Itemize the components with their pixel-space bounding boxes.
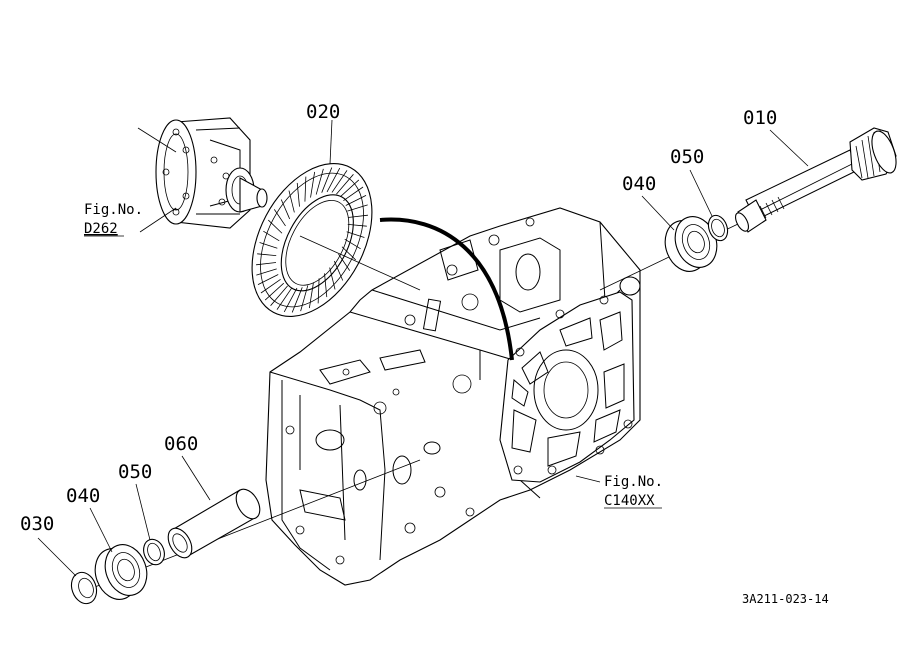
gear-tooth	[326, 167, 341, 193]
leader-040-left	[89, 507, 113, 553]
gear-tooth	[296, 182, 300, 207]
fig-ref-d262-link[interactable]: D262	[84, 221, 118, 237]
collar-060	[167, 488, 261, 559]
gear-tooth	[259, 242, 278, 249]
gear-tooth	[310, 171, 316, 198]
gear-tooth	[315, 168, 324, 195]
shim-050-right	[707, 214, 729, 242]
gear-tooth	[291, 287, 303, 313]
leader-060	[181, 455, 211, 501]
gear-tooth	[257, 274, 279, 285]
pinion-shaft-010	[735, 127, 897, 233]
label-part-050-left: 050	[118, 461, 152, 483]
gear-tooth	[331, 170, 348, 193]
leader-020	[329, 119, 333, 165]
drawing-code: 3A211-023-14	[742, 592, 829, 606]
gear-tooth	[347, 204, 368, 212]
differential-leader-line	[137, 127, 177, 153]
differential-assembly	[155, 117, 268, 229]
gear-tooth	[256, 262, 277, 266]
gear-tooth	[260, 278, 281, 294]
label-part-050-right: 050	[670, 146, 704, 168]
gear-tooth	[324, 273, 328, 298]
gear-tooth	[268, 219, 283, 234]
assembly-path-curve	[379, 217, 514, 361]
label-part-040-left: 040	[66, 485, 100, 507]
gear-tooth	[339, 179, 360, 198]
label-part-040-right: 040	[622, 173, 656, 195]
fig-ref-c140xx-link[interactable]: C140XX	[604, 493, 655, 509]
gear-tooth	[263, 230, 280, 242]
leader-040-right	[641, 195, 675, 231]
leader-030	[37, 537, 77, 577]
gear-tooth	[264, 282, 285, 301]
leader-050-right	[689, 169, 713, 217]
oil-seal-030	[70, 571, 98, 605]
leader-010	[769, 129, 809, 167]
leader-050-left	[135, 483, 151, 541]
label-part-020: 020	[306, 101, 340, 123]
gear-tooth	[347, 224, 367, 227]
gear-tooth	[283, 287, 298, 313]
fig-d262-leader-line	[139, 207, 177, 233]
bearing-040-right	[664, 216, 718, 272]
gear-tooth	[329, 267, 336, 290]
ring-gear-axis-line	[299, 235, 421, 291]
gear-tooth	[304, 176, 307, 202]
gear-tooth	[321, 167, 333, 193]
gear-tooth	[317, 278, 320, 304]
label-part-030: 030	[20, 513, 54, 535]
gear-tooth	[308, 282, 314, 309]
label-part-060: 060	[164, 433, 198, 455]
gear-tooth	[344, 238, 361, 250]
gear-tooth	[300, 285, 309, 312]
transmission-case	[265, 207, 641, 586]
gear-tooth	[347, 214, 368, 218]
bearing-040-left	[94, 544, 148, 600]
gear-tooth	[276, 287, 293, 310]
gear-tooth	[345, 195, 367, 206]
gear-tooth	[341, 246, 356, 261]
ring-gear-020	[251, 163, 373, 317]
gear-tooth	[257, 253, 277, 256]
gear-tooth	[270, 285, 288, 306]
gear-tooth	[346, 231, 365, 238]
fig-ref-d262-title: Fig.No.	[84, 202, 143, 218]
gear-tooth	[288, 190, 295, 213]
gear-tooth	[280, 199, 291, 220]
gear-tooth	[273, 209, 286, 227]
fig-c140xx-leader-line	[575, 475, 601, 483]
gear-tooth	[338, 253, 351, 271]
label-part-010: 010	[743, 107, 777, 129]
gear-tooth	[336, 174, 354, 195]
gear-tooth	[256, 268, 277, 276]
gear-tooth	[333, 260, 344, 281]
gear-tooth	[343, 186, 364, 202]
fig-ref-c140xx-title: Fig.No.	[604, 474, 663, 490]
